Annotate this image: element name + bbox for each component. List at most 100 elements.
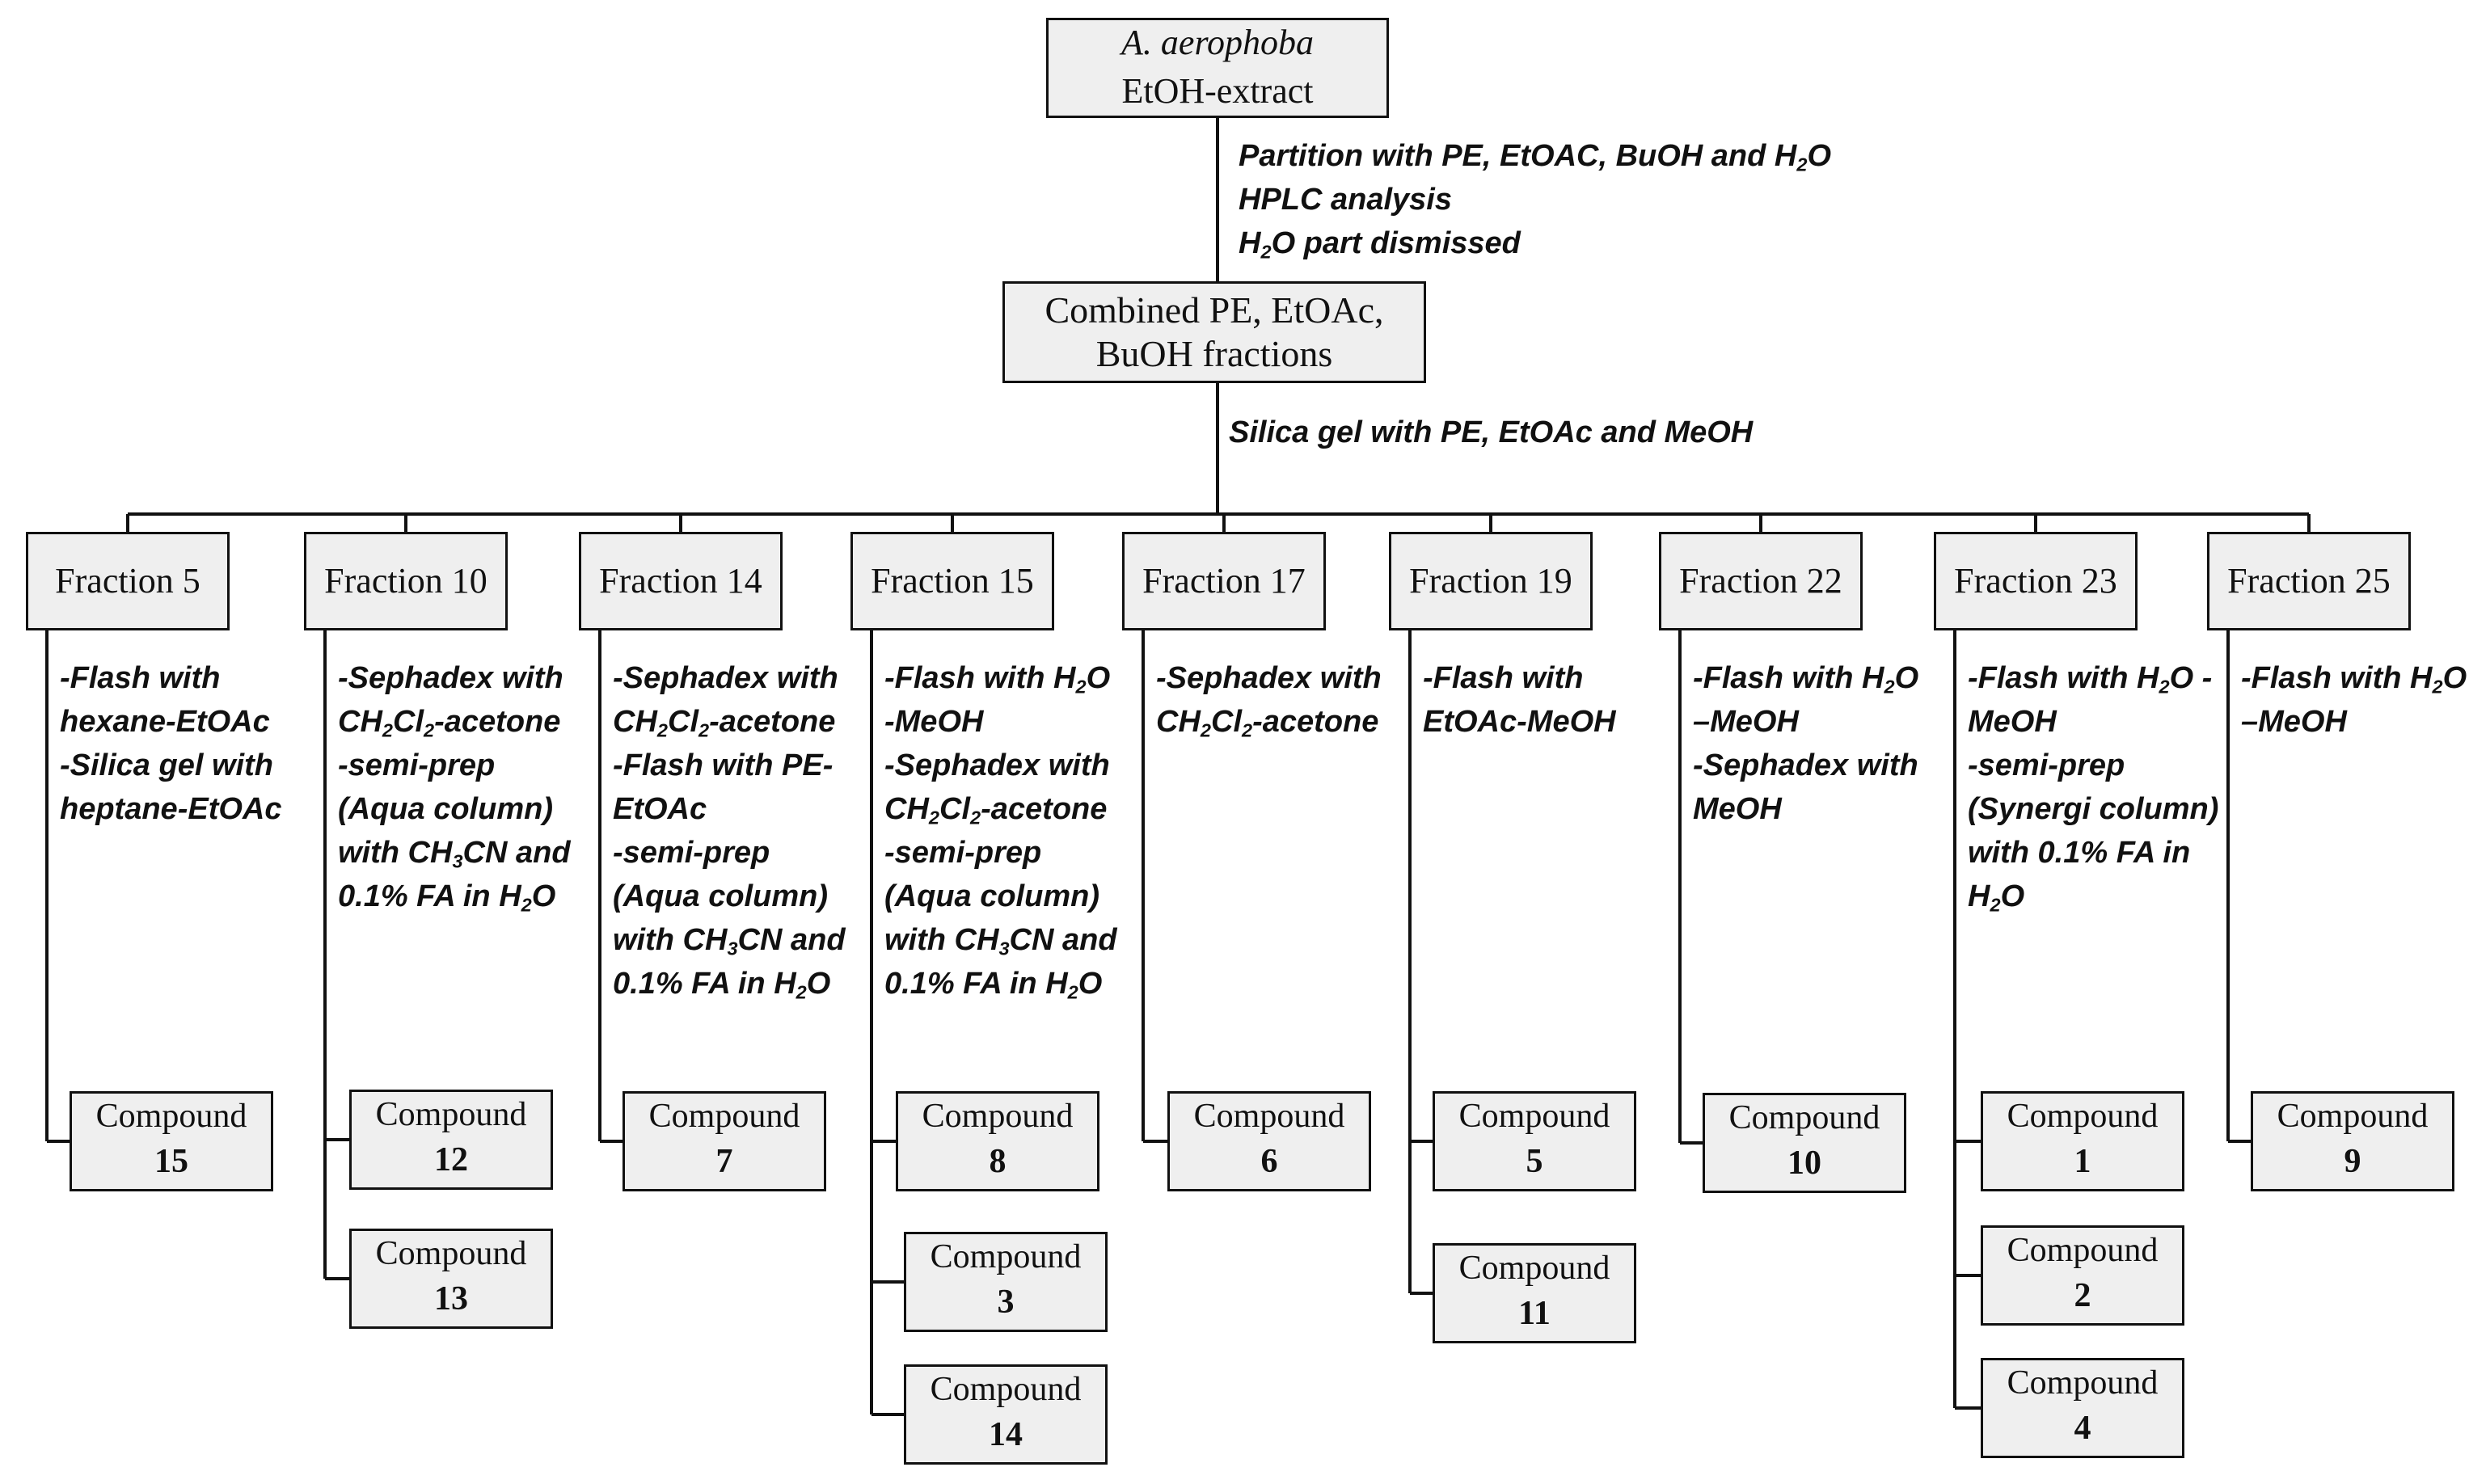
step-line: H2O — [1968, 879, 2025, 916]
compound-box: Compound 11 — [1433, 1243, 1636, 1343]
step-line: -Flash with — [1423, 661, 1584, 695]
compound-label: Compound — [1458, 1250, 1610, 1287]
fraction-label: Fraction 22 — [1679, 561, 1842, 601]
compound-label: Compound — [95, 1098, 247, 1135]
compound-box: Compound 2 — [1981, 1225, 2184, 1326]
fraction-box: Fraction 15 — [850, 532, 1054, 630]
compound-box: Compound 3 — [904, 1232, 1108, 1332]
compound-label: Compound — [1458, 1098, 1610, 1135]
compound-number: 6 — [1260, 1142, 1278, 1180]
step-line: -Flash with H2O — [2241, 661, 2467, 698]
compound-label: Compound — [1193, 1098, 1345, 1135]
step-line: 0.1% FA in H2O — [613, 967, 831, 1003]
dismissed-line: H2O part dismissed — [1239, 226, 1521, 263]
step-line: -Flash with H2O — [884, 661, 1111, 698]
step-line: heptane-EtOAc — [60, 792, 282, 826]
compound-number: 3 — [997, 1283, 1015, 1321]
partition-steps: Partition with PE, EtOAC, BuOH and H2O H… — [1239, 134, 1831, 265]
step-line: with 0.1% FA in — [1968, 836, 2191, 870]
fraction-box: Fraction 22 — [1659, 532, 1863, 630]
step-line: –MeOH — [1693, 705, 1799, 739]
compound-number: 4 — [2074, 1409, 2091, 1447]
step-line: -Flash with H2O — [1693, 661, 1919, 698]
compound-number: 15 — [154, 1142, 188, 1180]
compound-box: Compound 13 — [349, 1229, 553, 1329]
fraction-label: Fraction 15 — [871, 561, 1034, 601]
fraction-label: Fraction 25 — [2227, 561, 2391, 601]
step-line: MeOH — [1968, 705, 2057, 739]
step-line: -Sephadex with — [613, 661, 838, 695]
compound-number: 9 — [2344, 1142, 2361, 1180]
combined-line-2: BuOH fractions — [1095, 333, 1333, 375]
step-line: EtOAc-MeOH — [1423, 705, 1616, 739]
compound-label: Compound — [2277, 1098, 2429, 1135]
compound-label: Compound — [922, 1098, 1074, 1135]
step-line: -Flash with PE- — [613, 748, 834, 782]
fraction-label: Fraction 23 — [1954, 561, 2117, 601]
compound-number: 11 — [1518, 1294, 1551, 1332]
step-line: CH2Cl2-acetone — [338, 705, 561, 741]
compound-number: 8 — [989, 1142, 1007, 1180]
combined-line-1: Combined PE, EtOAc, — [1045, 289, 1384, 331]
species-name: A. aerophoba — [1121, 23, 1314, 62]
step-line: -Silica gel with — [60, 748, 273, 782]
compound-number: 7 — [715, 1142, 733, 1180]
fraction-box: Fraction 14 — [579, 532, 783, 630]
compound-number: 5 — [1526, 1142, 1543, 1180]
compound-number: 2 — [2074, 1276, 2091, 1314]
fraction-box: Fraction 17 — [1122, 532, 1326, 630]
step-line: CH2Cl2-acetone — [884, 792, 1108, 828]
step-line: CH2Cl2-acetone — [1156, 705, 1379, 741]
step-line: -semi-prep — [613, 836, 770, 870]
fraction-box: Fraction 19 — [1389, 532, 1593, 630]
fraction-label: Fraction 5 — [55, 561, 200, 601]
step-line: -Flash with — [60, 661, 221, 695]
step-line: 0.1% FA in H2O — [884, 967, 1103, 1003]
compound-label: Compound — [930, 1371, 1082, 1408]
compound-label: Compound — [648, 1098, 800, 1135]
step-line: (Aqua column) — [613, 879, 828, 913]
step-line: -Sephadex with — [1156, 661, 1382, 695]
compound-number: 12 — [434, 1140, 468, 1178]
hplc-line: HPLC analysis — [1239, 183, 1452, 217]
step-line: with CH3CN and — [613, 923, 846, 959]
fraction-steps: -Flash with H2O -MeOH-semi-prep(Synergi … — [1968, 656, 2218, 918]
step-line: 0.1% FA in H2O — [338, 879, 556, 916]
step-line: -semi-prep — [884, 836, 1042, 870]
fraction-box: Fraction 5 — [26, 532, 230, 630]
fraction-label: Fraction 14 — [599, 561, 762, 601]
step-line: MeOH — [1693, 792, 1782, 826]
compound-label: Compound — [2007, 1232, 2159, 1269]
compound-label: Compound — [930, 1238, 1082, 1275]
step-line: -semi-prep — [338, 748, 496, 782]
compound-box: Compound 7 — [622, 1091, 826, 1191]
step-line: -Sephadex with — [338, 661, 563, 695]
step-line: EtOAc — [613, 792, 707, 826]
compound-box: Compound 9 — [2251, 1091, 2454, 1191]
step-line: with CH3CN and — [338, 836, 571, 872]
step-line: (Synergi column) — [1968, 792, 2219, 826]
step-line: (Aqua column) — [338, 792, 553, 826]
combined-fractions-box: Combined PE, EtOAc, BuOH fractions — [1002, 281, 1426, 383]
fraction-label: Fraction 17 — [1142, 561, 1306, 601]
step-line: –MeOH — [2241, 705, 2347, 739]
compound-box: Compound 8 — [896, 1091, 1099, 1191]
compound-number: 13 — [434, 1280, 468, 1317]
step-line: -MeOH — [884, 705, 984, 739]
fraction-steps: -Flash with H2O –MeOH — [2241, 656, 2467, 744]
compound-box: Compound 6 — [1167, 1091, 1371, 1191]
step-line: -Sephadex with — [884, 748, 1110, 782]
compound-label: Compound — [375, 1235, 527, 1272]
fraction-box: Fraction 25 — [2207, 532, 2411, 630]
fraction-label: Fraction 10 — [324, 561, 487, 601]
